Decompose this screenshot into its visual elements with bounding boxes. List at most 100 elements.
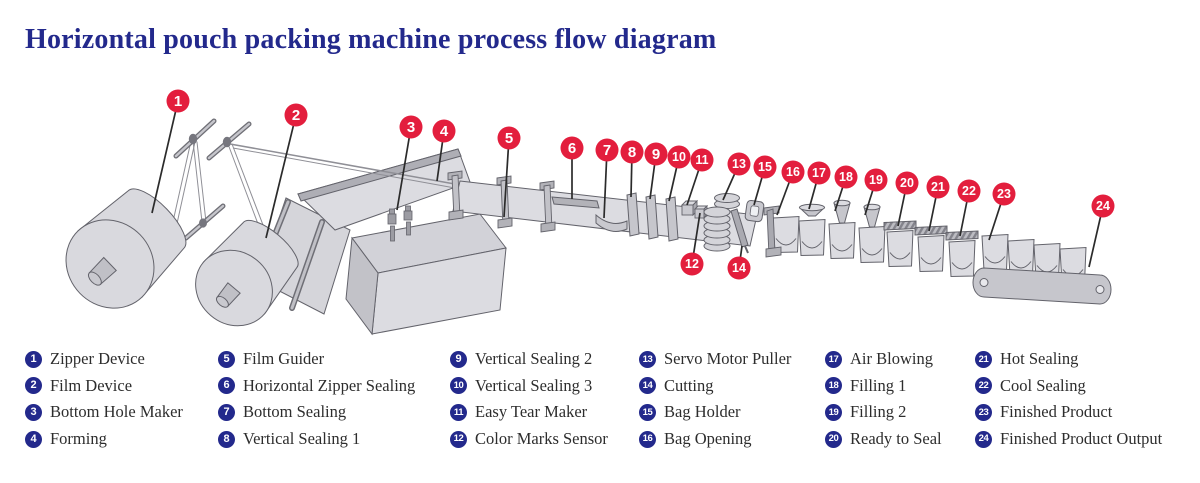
film-device-roll	[195, 220, 299, 327]
pouch-ready-to-seal	[883, 220, 917, 267]
legend-item: 12 Color Marks Sensor	[450, 426, 608, 453]
callout-13: 13	[722, 152, 751, 201]
callout-19: 19	[864, 168, 888, 216]
legend-item-label: Forming	[50, 429, 107, 449]
legend-number-badge: 20	[825, 430, 842, 448]
legend-number-badge: 13	[639, 350, 656, 368]
callout-22: 22	[957, 179, 981, 237]
legend-number-badge: 4	[25, 430, 42, 448]
horizontal-zipper-sealing-bar	[551, 196, 600, 209]
callout-number: 4	[440, 123, 449, 140]
legend-item-label: Color Marks Sensor	[475, 429, 608, 449]
film-guider-posts	[447, 170, 556, 233]
callout-marker	[680, 252, 704, 276]
callout-marker	[620, 140, 644, 164]
legend-item-label: Bottom Hole Maker	[50, 402, 183, 422]
legend-item-label: Cool Sealing	[1000, 375, 1086, 395]
callout-number: 9	[652, 146, 660, 163]
callout-11: 11	[686, 148, 714, 206]
callout-marker	[667, 145, 691, 169]
legend-number-badge: 11	[450, 403, 467, 421]
callout-3: 3	[396, 115, 423, 211]
legend-item-label: Finished Product	[1000, 402, 1113, 422]
callout-number: 7	[603, 142, 611, 159]
callout-marker	[895, 171, 919, 195]
callout-14: 14	[727, 245, 751, 280]
legend-number-badge: 7	[218, 403, 235, 421]
callout-20: 20	[895, 171, 919, 227]
callout-marker	[753, 155, 777, 179]
callout-7: 7	[595, 138, 619, 219]
legend-number-badge: 9	[450, 350, 467, 368]
callout-number: 23	[997, 187, 1011, 201]
legend-number-badge: 5	[218, 350, 235, 368]
legend-number-badge: 17	[825, 350, 842, 368]
callout-number: 5	[505, 130, 513, 147]
callout-number: 16	[786, 165, 800, 179]
callout-number: 14	[732, 261, 746, 275]
output-conveyor	[972, 267, 1112, 305]
legend-item: 17 Air Blowing	[825, 346, 942, 373]
pouch-filling-2	[858, 203, 886, 263]
callout-number: 22	[962, 184, 976, 198]
callout-number: 1	[174, 93, 182, 110]
legend-number-badge: 12	[450, 430, 467, 448]
legend-item: 4 Forming	[25, 426, 183, 453]
legend-item-label: Bag Opening	[664, 429, 752, 449]
callout-6: 6	[560, 136, 584, 199]
callout-marker	[926, 175, 950, 199]
callout-marker	[1091, 194, 1115, 218]
callout-number: 17	[812, 166, 826, 180]
callout-number: 8	[628, 144, 636, 161]
callout-marker	[807, 161, 831, 185]
pouch-hot-sealing	[914, 225, 948, 272]
callout-12: 12	[680, 212, 704, 276]
callout-number: 13	[732, 157, 746, 171]
legend-item-label: Easy Tear Maker	[475, 402, 588, 422]
callout-number: 15	[758, 160, 772, 174]
callout-marker	[781, 160, 805, 184]
legend-item-label: Filling 2	[850, 402, 907, 422]
callout-5: 5	[497, 126, 521, 218]
legend-item-label: Air Blowing	[850, 349, 933, 369]
callout-16: 16	[776, 160, 805, 216]
legend-item-label: Bottom Sealing	[243, 402, 347, 422]
bottom-hole-maker	[387, 205, 413, 242]
callout-number: 21	[931, 180, 945, 194]
callout-number: 11	[695, 153, 708, 167]
legend-number-badge: 10	[450, 377, 467, 395]
legend-item: 11 Easy Tear Maker	[450, 399, 608, 426]
callout-9: 9	[644, 142, 668, 200]
callout-marker	[834, 165, 858, 189]
legend-item-label: Vertical Sealing 1	[243, 429, 361, 449]
callout-10: 10	[667, 145, 691, 202]
legend-number-badge: 2	[25, 377, 42, 395]
film-path-lines	[229, 143, 467, 191]
legend-item: 13 Servo Motor Puller	[639, 346, 791, 373]
legend-number-badge: 24	[975, 430, 992, 448]
film-guide-rods	[171, 118, 269, 241]
legend-item-label: Servo Motor Puller	[664, 349, 792, 369]
